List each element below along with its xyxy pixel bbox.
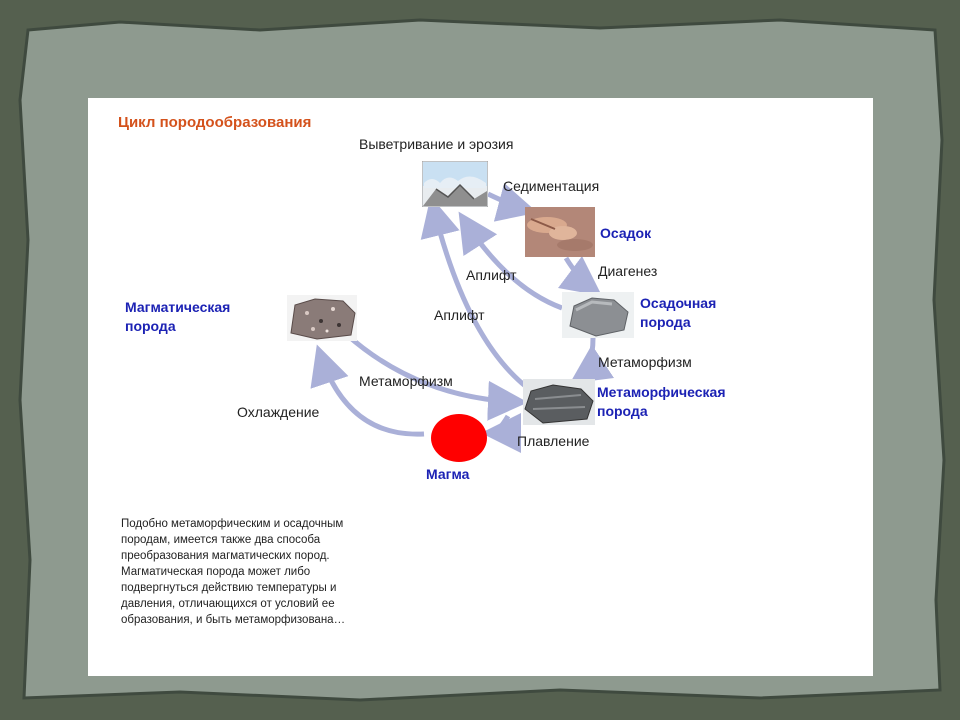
label-uplift-lower: Аплифт <box>434 307 485 323</box>
label-igneous-rock: Магматическая порода <box>125 298 230 336</box>
sediment-image <box>525 207 595 257</box>
arrow-metamorphism-right <box>569 337 615 384</box>
sedimentary-rock-image <box>562 292 634 338</box>
label-sedimentary-line2: порода <box>640 314 691 330</box>
label-igneous-line2: порода <box>125 318 176 334</box>
arrow-melting <box>481 412 522 453</box>
label-metamorphism-left: Метаморфизм <box>359 373 453 389</box>
label-igneous-line1: Магматическая <box>125 299 231 315</box>
arrow-diagenesis <box>558 255 602 297</box>
arrow-uplift-upper <box>458 211 563 311</box>
label-metamorphic-rock: Метаморфическая порода <box>597 383 726 421</box>
metamorphic-rock-image <box>523 379 595 425</box>
label-sediment: Осадок <box>600 225 652 241</box>
label-sedimentation: Седиментация <box>503 178 600 194</box>
label-metamorphic-line2: порода <box>597 403 648 419</box>
arrow-uplift-lower <box>420 196 538 397</box>
arrow-metamorphism-left <box>344 332 528 421</box>
label-sedimentary-rock: Осадочная порода <box>640 294 716 332</box>
label-diagenesis: Диагенез <box>598 263 658 279</box>
arrow-sedimentation <box>486 182 538 222</box>
label-sedimentary-line1: Осадочная <box>640 295 717 311</box>
label-uplift-upper: Аплифт <box>466 267 517 283</box>
description-text: Подобно метаморфическим и осадочным поро… <box>121 518 346 626</box>
label-melting: Плавление <box>517 433 590 449</box>
landscape-image <box>422 161 488 207</box>
magma-circle <box>431 414 487 462</box>
label-metamorphic-line1: Метаморфическая <box>597 384 726 400</box>
label-cooling: Охлаждение <box>237 404 320 420</box>
arrow-cooling <box>310 344 425 437</box>
slide: Цикл породообразования <box>88 98 873 676</box>
label-weathering: Выветривание и эрозия <box>359 136 514 152</box>
igneous-rock-image <box>287 295 357 341</box>
label-metamorphism-right: Метаморфизм <box>598 354 692 370</box>
label-magma: Магма <box>426 466 470 482</box>
diagram-title: Цикл породообразования <box>118 114 312 131</box>
cycle-arrows <box>310 182 615 453</box>
